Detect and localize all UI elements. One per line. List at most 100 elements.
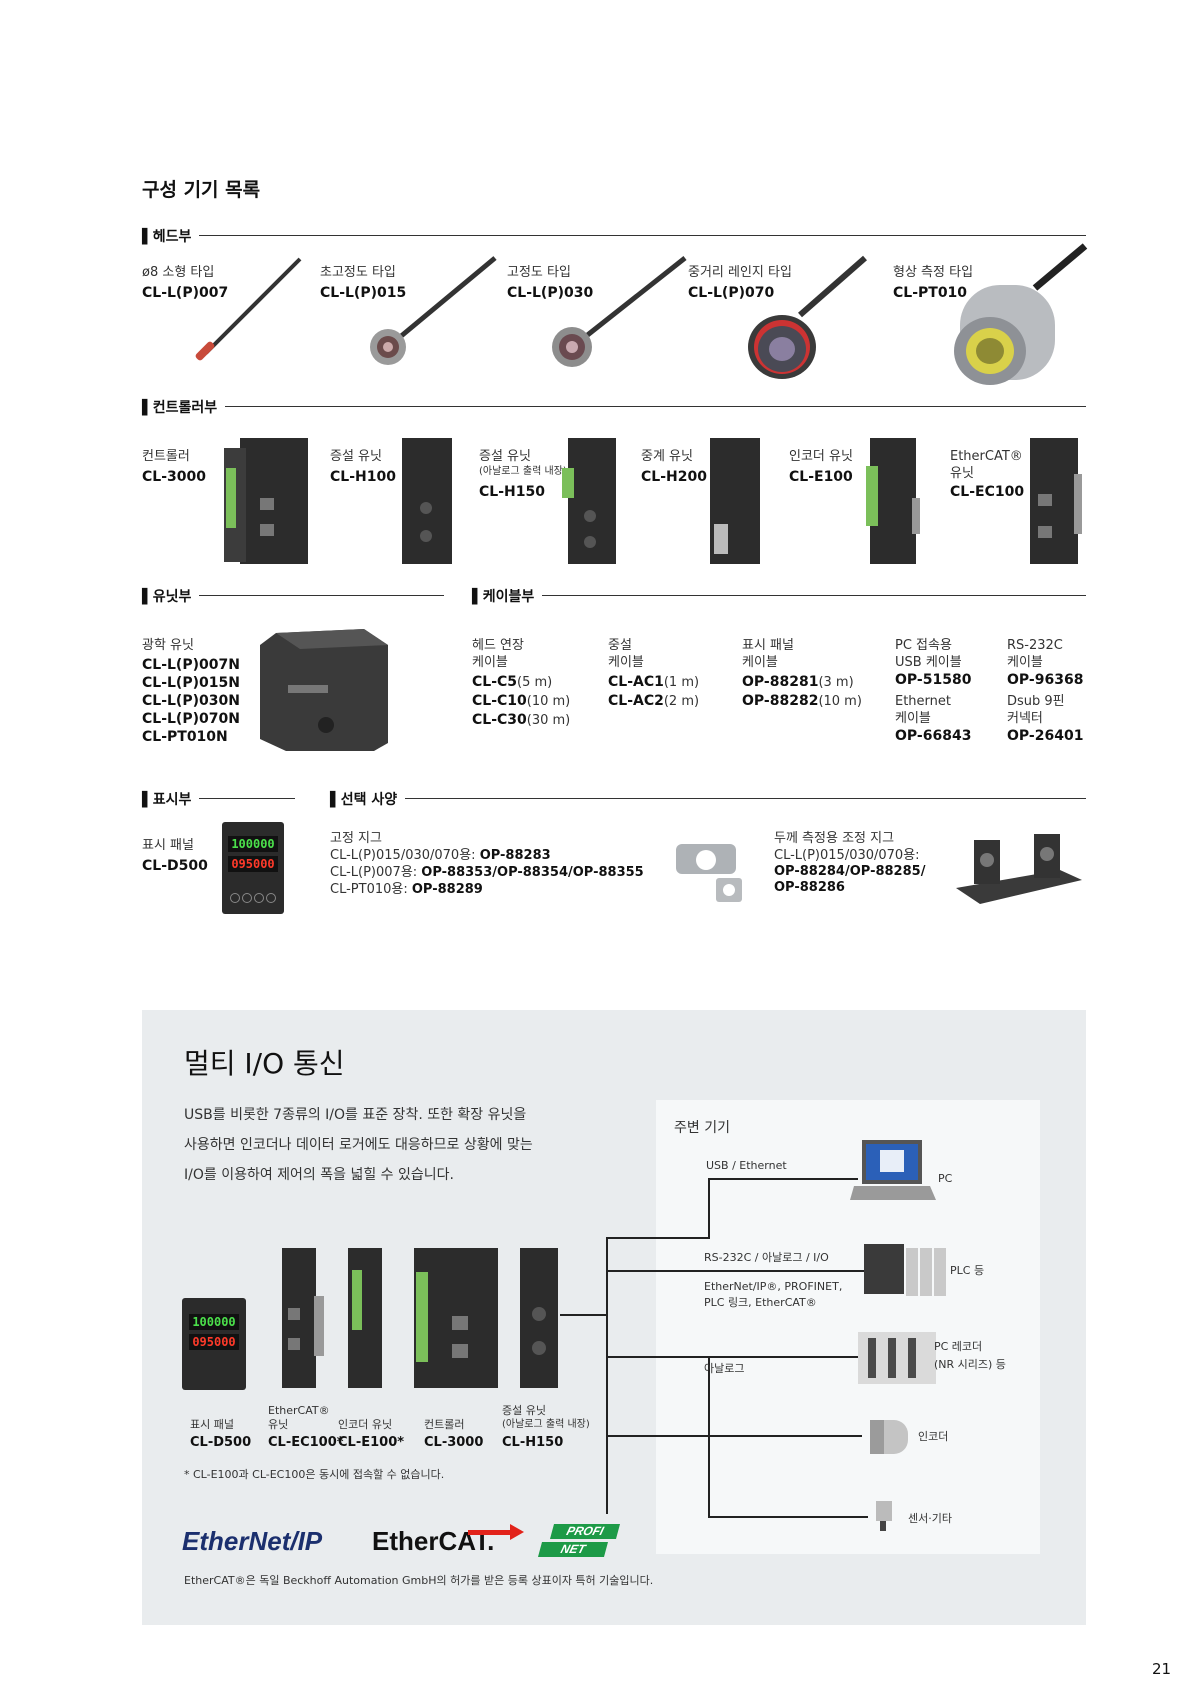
ctrl-name-3: 중계 유닛 [641,449,693,464]
cable-head-ext-list: CL-C5(5 m) CL-C10(10 m) CL-C30(30 m) [472,673,570,730]
option-thick-line3: OP-88286 [774,880,845,895]
cable-section-label: 케이블부 [482,589,535,605]
multi-unit-label1-1: EtherCAT® [268,1404,330,1417]
cable-length: (5 m) [517,675,553,690]
multi-io-desc-line: 사용하면 인코더나 데이터 로거에도 대응하므로 상황에 맞는 [184,1137,533,1153]
cable-length: (1 m) [663,675,700,690]
device-recorder-label-2: (NR 시리즈) 등 [934,1358,1006,1371]
unit-image-e100 [866,438,920,564]
ethernet-ip-logo: EtherNet/IP [182,1526,323,1556]
multi-unit-label-4: (아날로그 출력 내장) [502,1419,590,1430]
option-section-label: 선택 사양 [340,792,398,808]
cable-head-ext-name2: 케이블 [472,655,508,670]
optical-unit-image [260,629,388,751]
sensor-image [876,1501,892,1531]
controller-image-cl3000 [224,438,308,564]
conn-analog-label: 아날로그 [704,1362,745,1375]
display-section-heading: ▌표시부 [142,789,200,809]
multi-io-note: * CL-E100과 CL-EC100은 동시에 접속할 수 없습니다. [184,1468,445,1481]
conn-rs-label: RS-232C / 아날로그 / I/O [704,1251,829,1264]
cable-model: CL-AC2 [608,693,664,709]
ctrl-model-1: CL-H100 [330,469,396,485]
cable-length: (2 m) [663,694,700,709]
optical-unit-model: CL-L(P)030N [142,693,240,709]
unit-image-h200 [710,438,760,564]
multi-io-desc-line: USB를 비롯한 7종류의 I/O를 표준 장착. 또한 확장 유닛을 [184,1107,527,1123]
cable-relay-name2: 케이블 [608,655,644,670]
fixing-jig-image [676,844,742,902]
ctrl-model-2: CL-H150 [479,484,545,500]
head-type-1: 초고정도 타입 [320,265,396,280]
option-jig-block: 고정 지그 CL-L(P)015/030/070용: OP-88283 CL-L… [330,830,644,898]
multi-io-description: USB를 비롯한 7종류의 I/O를 표준 장착. 또한 확장 유닛을 사용하면… [184,1100,533,1190]
ctrl-name-2: 증설 유닛 [479,449,531,464]
optical-unit-model: CL-PT010N [142,729,228,745]
multi-unit-e100-image [348,1248,382,1388]
plc-image [864,1244,946,1296]
cable-item: CL-AC2(2 m) [608,692,699,711]
ctrl-model-3: CL-H200 [641,469,707,485]
cable-pc-model: OP-51580 [895,672,972,688]
sensor-line [708,1516,868,1518]
cable-item: CL-C5(5 m) [472,673,570,692]
profinet-logo-top: PROFI [549,1524,621,1539]
ctrl-name-0: 컨트롤러 [142,449,190,464]
cable-pc-name2: USB 케이블 [895,655,962,670]
option-section-heading: ▌선택 사양 [330,789,406,809]
ethercat-arrow-icon [468,1524,524,1540]
cable-rs-name1: RS-232C [1007,638,1063,653]
option-jig-line3-label: CL-PT010용: [330,882,412,897]
page-number: 21 [1152,1660,1172,1678]
option-section-rule [330,798,1086,799]
option-jig-line2-label: CL-L(P)007용: [330,865,422,880]
profinet-logo-bottom: NET [537,1542,609,1557]
cable-model: CL-C30 [472,712,527,728]
cable-pc-block: PC 접속용 USB 케이블 OP-51580 Ethernet 케이블 OP-… [895,637,971,745]
head-section-label: 헤드부 [152,229,192,245]
option-jig-line2-model: OP-88353/OP-88354/OP-88355 [421,865,644,880]
display-section-rule [142,798,295,799]
cable-model: OP-88282 [742,693,819,709]
head-cable-image-pt010 [954,243,1088,385]
optical-unit-model: CL-L(P)070N [142,711,240,727]
ctrl-model-4: CL-E100 [789,469,853,485]
multi-io-desc-line: I/O를 이용하여 제어의 폭을 넓힐 수 있습니다. [184,1167,454,1183]
multi-unit-label1-4: 증설 유닛 [502,1404,546,1417]
head-model-2: CL-L(P)030 [507,285,594,301]
device-plc-label: PLC 등 [950,1264,985,1277]
cable-item: CL-C30(30 m) [472,711,570,730]
cable-rs-block: RS-232C 케이블 OP-96368 Dsub 9핀 커넥터 OP-2640… [1007,637,1083,745]
cable-model: CL-C5 [472,674,518,690]
optical-unit-model: CL-L(P)007N [142,657,240,673]
ctrl-model-5: CL-EC100 [950,484,1025,500]
unit-image-ec100 [1030,438,1082,564]
peripheral-box [656,1100,1040,1554]
cable-model: CL-AC1 [608,674,664,690]
cable-model: CL-C10 [472,693,527,709]
cable-section-heading: ▌케이블부 [472,586,543,606]
cable-item: CL-AC1(1 m) [608,673,699,692]
multi-unit-model-3: CL-3000 [424,1435,484,1450]
cable-pc-name4: 케이블 [895,711,931,726]
bus-vertical-line [606,1237,608,1514]
unit-section-heading: ▌유닛부 [142,586,200,606]
cable-section-rule [472,595,1086,596]
conn-usb-label: USB / Ethernet [706,1159,787,1172]
head-type-3: 중거리 레인지 타입 [688,265,792,280]
multi-unit-model-1: CL-EC100* [268,1435,344,1450]
rs232-line [606,1270,864,1272]
multi-io-title: 멀티 I/O 통신 [184,1047,345,1080]
multi-display-value-green: 100000 [189,1314,239,1330]
cable-relay-list: CL-AC1(1 m) CL-AC2(2 m) [608,673,699,711]
head-type-2: 고정도 타입 [507,265,571,280]
head-model-1: CL-L(P)015 [320,285,407,301]
option-jig-line3-model: OP-88289 [411,882,483,897]
head-section-rule [142,235,1086,236]
display-panel-value-red: 095000 [228,856,278,872]
unit-section-rule [142,595,444,596]
encoder-line [606,1435,862,1437]
controller-section-rule [142,406,1086,407]
head-cable-image-007 [195,257,302,361]
